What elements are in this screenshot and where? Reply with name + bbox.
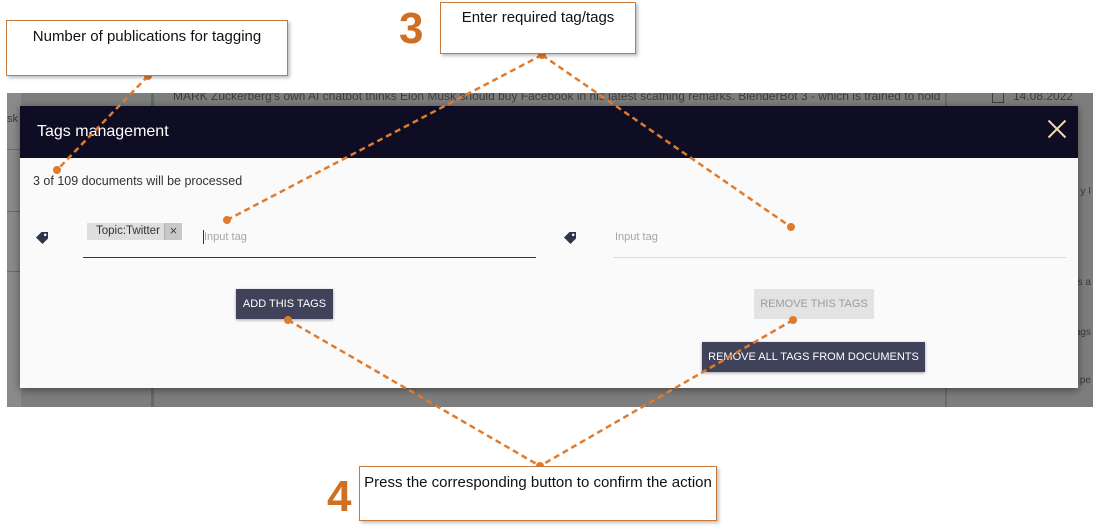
calendar-icon [992, 93, 1004, 103]
add-tag-input[interactable] [204, 228, 524, 246]
background-right-fragment: s a [1077, 277, 1091, 288]
callout-press-button: Press the corresponding button to confir… [359, 466, 717, 521]
callout-press-button-text: Press the corresponding button to confir… [364, 474, 712, 491]
remove-tags-field[interactable] [613, 218, 1066, 258]
callout-publications-text: Number of publications for tagging [32, 28, 262, 45]
tags-management-dialog: Tags management 3 of 109 documents will … [20, 106, 1078, 388]
step-4-number: 4 [327, 472, 352, 521]
background-left-fragment: sk [7, 113, 18, 125]
tag-chip: Topic:Twitter × [87, 223, 182, 240]
tag-chip-label: Topic:Twitter [96, 225, 160, 237]
dialog-title: Tags management [37, 123, 169, 140]
remove-all-tags-button[interactable]: REMOVE ALL TAGS FROM DOCUMENTS [702, 342, 925, 372]
background-right-fragment: y I [1080, 186, 1091, 197]
dialog-header: Tags management [20, 106, 1078, 158]
add-tags-button[interactable]: ADD THIS TAGS [236, 289, 333, 319]
documents-count: 3 of 109 documents will be processed [33, 174, 243, 188]
callout-enter-tags-text: Enter required tag/tags [461, 9, 615, 26]
callout-publications: Number of publications for tagging [6, 20, 288, 76]
tag-icon [36, 232, 48, 244]
background-right-fragment: pe [1079, 375, 1091, 386]
close-icon[interactable] [1044, 116, 1070, 142]
remove-tags-button[interactable]: REMOVE THIS TAGS [754, 289, 874, 319]
step-3-number: 3 [399, 4, 424, 53]
remove-chip-icon[interactable]: × [163, 223, 182, 240]
background-right-fragment: ags [1074, 327, 1091, 338]
tag-icon [564, 232, 576, 244]
text-caret [203, 230, 204, 244]
remove-tag-input[interactable] [615, 228, 1055, 246]
background-headline: MARK Zuckerberg's own AI chatbot thinks … [173, 93, 941, 103]
background-date: 14.08.2022 [1013, 93, 1074, 103]
add-tags-field[interactable]: Topic:Twitter × [83, 218, 536, 258]
callout-enter-tags: Enter required tag/tags [440, 2, 636, 54]
background-left-edge [7, 93, 21, 407]
